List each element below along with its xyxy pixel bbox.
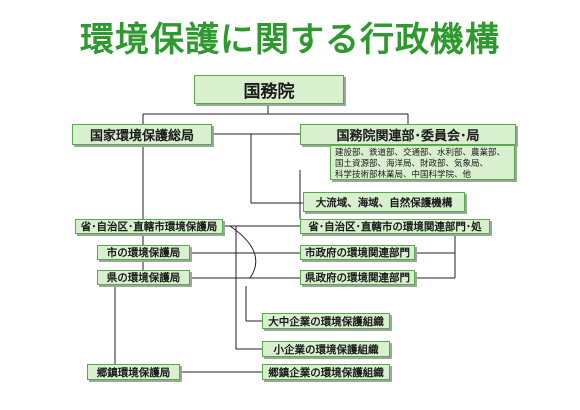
sepa-box: 国家環境保護総局	[72, 124, 212, 145]
county-related-box: 県政府の環境関連部門	[300, 270, 415, 285]
river-basin-box: 大流域、海域、自然保護機構	[303, 192, 465, 212]
city-epb-box: 市の環境保護局	[97, 245, 190, 260]
provincial-related-box: 省･自治区･直轄市の環境関連部門･処	[300, 219, 490, 234]
city-related-box: 市政府の環境関連部門	[300, 245, 415, 260]
ministry-list-line: 国土資源部、海洋局、財政部、気象局、	[335, 159, 489, 169]
township-enterprise-box: 郷鎮企業の環境保護組織	[262, 364, 390, 380]
provincial-epb-box: 省･自治区･直轄市環境保護局	[75, 219, 223, 234]
county-epb-box: 県の環境保護局	[97, 270, 190, 285]
small-enterprise-box: 小企業の環境保護組織	[262, 341, 390, 357]
ministry-list-box: 建設部、鉄道部、交通部、水利部、農業部、 国土資源部、海洋局、財政部、気象局、 …	[330, 145, 515, 180]
ministry-list-line: 科学技術部林業局、中国科学院、他	[335, 170, 472, 180]
page-title: 環境保護に関する行政機構	[80, 20, 500, 60]
state-council-box: 国務院	[194, 75, 344, 104]
township-epb-box: 郷鎮環境保護局	[87, 364, 180, 380]
ministry-list-line: 建設部、鉄道部、交通部、水利部、農業部、	[335, 148, 506, 158]
related-ministries-box: 国務院関連部･委員会･局	[300, 124, 516, 145]
large-mid-enterprise-box: 大中企業の環境保護組織	[262, 313, 390, 329]
